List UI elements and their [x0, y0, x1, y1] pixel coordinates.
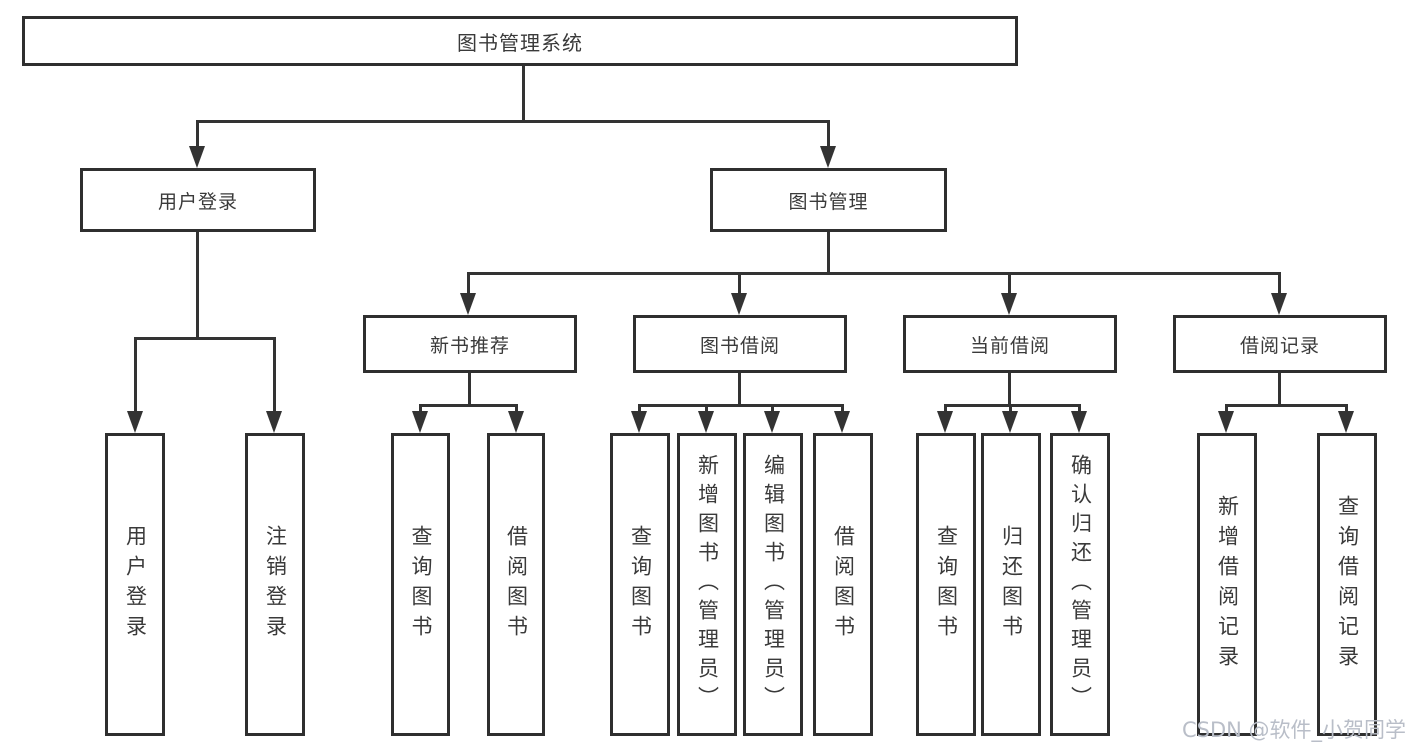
connector: [841, 404, 844, 414]
connector: [419, 404, 518, 407]
leaf-add-books-admin: 新增图书（管理员）: [677, 433, 737, 736]
node-label: 借阅记录: [1239, 334, 1320, 357]
leaf-query-books-recommend: 查询图书: [391, 433, 450, 736]
connector: [771, 404, 774, 414]
watermark: CSDN @软件_小贺同学: [1182, 718, 1405, 742]
connector: [515, 404, 518, 414]
leaf-label: 新增图书（管理员）: [695, 454, 720, 715]
connector: [273, 337, 276, 412]
connector: [1008, 373, 1011, 406]
arrowhead-down: [698, 411, 714, 433]
leaf-label: 借阅图书: [831, 524, 856, 645]
arrowhead-down: [1001, 293, 1017, 315]
node-label: 新书推荐: [429, 334, 510, 357]
leaf-confirm-return-admin: 确认归还（管理员）: [1050, 433, 1110, 736]
connector: [827, 232, 830, 272]
leaf-borrow-books: 借阅图书: [813, 433, 873, 736]
node-root-library-system: 图书管理系统: [22, 16, 1018, 66]
connector: [1225, 404, 1228, 414]
connector: [468, 373, 471, 406]
leaf-query-books-borrow: 查询图书: [610, 433, 670, 736]
connector: [196, 120, 830, 123]
leaf-label: 新增借阅记录: [1215, 494, 1240, 675]
node-book-management: 图书管理: [710, 168, 947, 232]
connector: [419, 404, 422, 414]
node-current-borrowing: 当前借阅: [903, 315, 1117, 373]
arrowhead-down: [266, 411, 282, 433]
connector: [1225, 404, 1348, 407]
node-label: 用户登录: [157, 190, 238, 213]
node-new-book-recommend: 新书推荐: [363, 315, 577, 373]
leaf-label: 查询图书: [409, 524, 433, 645]
arrowhead-down: [820, 146, 836, 168]
leaf-query-borrow-record: 查询借阅记录: [1317, 433, 1377, 736]
connector: [196, 232, 199, 337]
node-borrowing-records: 借阅记录: [1173, 315, 1387, 373]
arrowhead-down: [1271, 293, 1287, 315]
leaf-add-borrow-record: 新增借阅记录: [1197, 433, 1257, 736]
connector: [134, 337, 276, 340]
node-book-borrowing: 图书借阅: [633, 315, 847, 373]
leaf-return-books: 归还图书: [981, 433, 1041, 736]
connector: [1008, 272, 1011, 295]
leaf-label: 注销登录: [263, 524, 288, 645]
arrowhead-down: [1071, 411, 1087, 433]
connector: [1078, 404, 1081, 414]
arrowhead-down: [508, 411, 524, 433]
leaf-borrow-books-recommend: 借阅图书: [487, 433, 545, 736]
connector: [705, 404, 708, 414]
leaf-label: 查询图书: [628, 524, 653, 645]
connector: [467, 272, 1281, 275]
connector: [738, 373, 741, 406]
leaf-label: 查询借阅记录: [1335, 494, 1360, 675]
leaf-edit-books-admin: 编辑图书（管理员）: [743, 433, 803, 736]
leaf-label: 借阅图书: [504, 524, 529, 645]
leaf-label: 确认归还（管理员）: [1068, 454, 1093, 715]
leaf-logout: 注销登录: [245, 433, 305, 736]
arrowhead-down: [834, 411, 850, 433]
arrowhead-down: [1338, 411, 1354, 433]
connector: [134, 337, 137, 412]
arrowhead-down: [412, 411, 428, 433]
connector: [196, 120, 199, 148]
connector: [467, 272, 470, 295]
connector: [638, 404, 844, 407]
leaf-user-login: 用户登录: [105, 433, 165, 736]
connector: [738, 272, 741, 295]
connector: [638, 404, 641, 414]
leaf-label: 查询图书: [934, 524, 959, 645]
leaf-label: 归还图书: [999, 524, 1024, 645]
node-label: 图书借阅: [699, 334, 780, 357]
connector: [827, 120, 830, 148]
arrowhead-down: [631, 411, 647, 433]
connector: [1278, 373, 1281, 406]
connector: [944, 404, 1081, 407]
connector: [522, 66, 525, 120]
leaf-label: 用户登录: [123, 524, 148, 645]
connector: [1345, 404, 1348, 414]
node-label: 当前借阅: [969, 334, 1050, 357]
connector: [1278, 272, 1281, 295]
node-label: 图书管理: [788, 190, 869, 213]
arrowhead-down: [764, 411, 780, 433]
node-label: 图书管理系统: [457, 30, 583, 55]
arrowhead-down: [127, 411, 143, 433]
connector: [1009, 404, 1012, 414]
leaf-label: 编辑图书（管理员）: [761, 454, 786, 715]
connector: [944, 404, 947, 414]
arrowhead-down: [1002, 411, 1018, 433]
arrowhead-down: [1218, 411, 1234, 433]
leaf-query-books-current: 查询图书: [916, 433, 976, 736]
arrowhead-down: [937, 411, 953, 433]
arrowhead-down: [731, 293, 747, 315]
arrowhead-down: [460, 293, 476, 315]
node-user-login: 用户登录: [80, 168, 316, 232]
arrowhead-down: [189, 146, 205, 168]
